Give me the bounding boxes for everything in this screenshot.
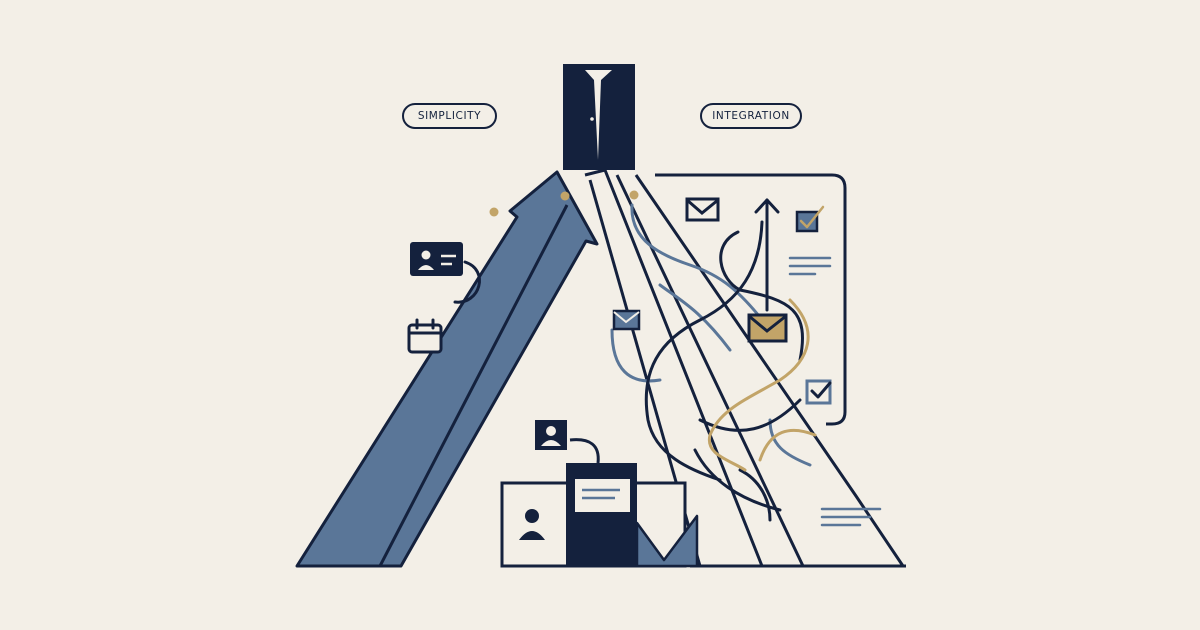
id-card-icon [410, 242, 481, 304]
simplicity-label-text: SIMPLICITY [417, 110, 482, 122]
connector-line-gold [707, 298, 810, 472]
integration-frame [655, 173, 847, 426]
arrow-up-icon [754, 198, 780, 312]
envelope-icon [612, 309, 641, 331]
envelope-icon [685, 197, 720, 222]
envelope-icon [747, 313, 788, 343]
calendar-icon [407, 318, 443, 354]
checkbox-icon [795, 205, 825, 233]
rising-arrow-icon [295, 170, 599, 568]
user-icon [535, 420, 600, 464]
text-lines-icon [820, 507, 882, 527]
connector-line-gold-lower [758, 428, 817, 462]
doorway-icon [563, 64, 635, 170]
connector-lines-slate [610, 203, 812, 467]
checkbox-icon [805, 379, 832, 405]
integration-label: INTEGRATION [700, 103, 802, 129]
connector-lines-navy [644, 220, 804, 522]
profile-card [500, 463, 699, 568]
gold-dots [489, 190, 639, 217]
simplicity-label: SIMPLICITY [402, 103, 497, 129]
text-lines-icon [788, 256, 832, 276]
integration-label-text: INTEGRATION [712, 110, 790, 122]
